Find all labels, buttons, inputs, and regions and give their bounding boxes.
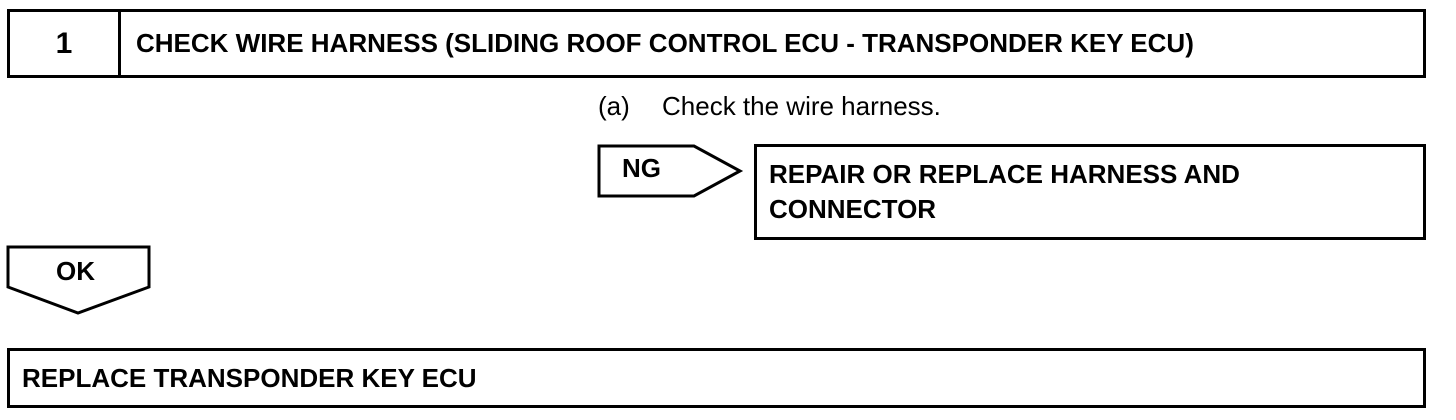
ok-result-text: REPLACE TRANSPONDER KEY ECU <box>22 362 477 393</box>
instruction-text: Check the wire harness. <box>662 91 941 121</box>
instruction: (a) Check the wire harness. <box>598 91 941 122</box>
ng-label: NG <box>622 153 661 183</box>
ok-result-box: REPLACE TRANSPONDER KEY ECU <box>7 348 1426 408</box>
ng-result-box: REPAIR OR REPLACE HARNESS AND CONNECTOR <box>754 144 1426 240</box>
step-title: CHECK WIRE HARNESS (SLIDING ROOF CONTROL… <box>136 28 1194 58</box>
ng-result-text: REPAIR OR REPLACE HARNESS AND CONNECTOR <box>769 159 1240 224</box>
instruction-letter: (a) <box>598 91 630 121</box>
ok-label: OK <box>56 256 95 286</box>
step-header: 1 CHECK WIRE HARNESS (SLIDING ROOF CONTR… <box>7 9 1426 78</box>
step-number: 1 <box>10 12 121 75</box>
